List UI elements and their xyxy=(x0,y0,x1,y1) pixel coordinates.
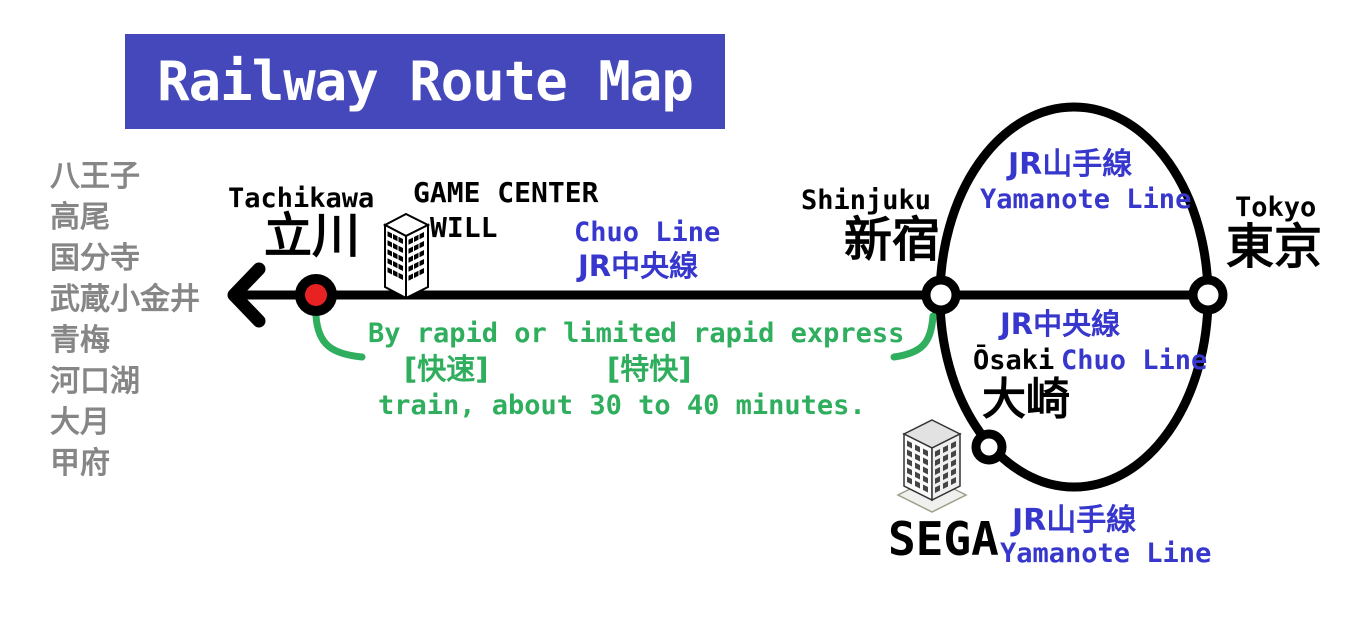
chuo-inner-label-ja: JR中央線 xyxy=(1000,307,1121,341)
game-center-will-label-line2: WILL xyxy=(430,211,498,244)
game-center-building-icon xyxy=(382,212,431,300)
yamanote-bottom-label-ja: JR山手線 xyxy=(1012,503,1137,538)
tachikawa-label-en: Tachikawa xyxy=(228,183,375,214)
travel-note-line1: By rapid or limited rapid express xyxy=(368,318,905,349)
list-item-takao: 高尾 xyxy=(50,200,110,235)
travel-note-rapid-ja: [快速] xyxy=(404,352,489,386)
chuo-inner-label-en: Chuo Line xyxy=(1061,345,1208,376)
map-title-banner: Railway Route Map xyxy=(125,34,725,129)
sega-label: SEGA xyxy=(888,512,999,566)
west-destinations-list: 八王子 高尾 国分寺 武蔵小金井 青梅 河口湖 大月 甲府 xyxy=(50,156,200,484)
travel-note-limited-rapid-ja: [特快] xyxy=(607,352,692,386)
tokyo-station-marker xyxy=(1188,275,1228,315)
note-bracket-left xyxy=(312,312,366,361)
list-item-kokubunji: 国分寺 xyxy=(50,241,140,276)
list-item-ome: 青梅 xyxy=(50,323,110,358)
chuo-line-label-ja: JR中央線 xyxy=(578,249,699,283)
list-item-kawaguchiko: 河口湖 xyxy=(50,364,140,399)
sega-building-icon xyxy=(896,419,968,513)
shinjuku-label-en: Shinjuku xyxy=(801,185,932,216)
game-center-will-label-line1: GAME CENTER xyxy=(413,176,599,209)
chuo-line-label-en: Chuo Line xyxy=(574,217,721,248)
shinjuku-station-marker xyxy=(921,275,961,315)
yamanote-top-label-ja: JR山手線 xyxy=(1008,147,1133,182)
tachikawa-station-marker xyxy=(295,274,337,316)
yamanote-bottom-label-en: Yamanote Line xyxy=(1000,538,1212,569)
list-item-otsuki: 大月 xyxy=(50,405,110,440)
yamanote-top-label-en: Yamanote Line xyxy=(980,184,1192,215)
list-item-hachioji: 八王子 xyxy=(50,159,140,194)
osaki-label-ja: 大崎 xyxy=(982,374,1070,425)
list-item-kofu: 甲府 xyxy=(50,446,110,481)
travel-note-line2: train, about 30 to 40 minutes. xyxy=(378,390,866,421)
note-bracket-right xyxy=(890,312,937,361)
osaki-label-en: Ōsaki xyxy=(973,345,1055,376)
list-item-musashikoganei: 武蔵小金井 xyxy=(50,282,200,317)
arrow-left-icon xyxy=(227,262,266,328)
tachikawa-label-ja: 立川 xyxy=(264,208,361,264)
map-title: Railway Route Map xyxy=(157,49,694,113)
osaki-station-marker xyxy=(971,429,1007,465)
tokyo-label-ja: 東京 xyxy=(1226,219,1323,275)
tokyo-label-en: Tokyo xyxy=(1235,192,1317,223)
shinjuku-label-ja: 新宿 xyxy=(844,212,941,268)
